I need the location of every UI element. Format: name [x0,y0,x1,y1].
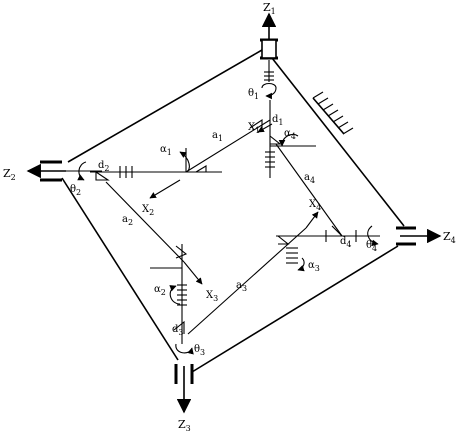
label-x2: X2 [142,204,154,217]
label-theta1: θ1 [248,88,259,101]
label-z1: Z1 [263,1,276,16]
joint-1 [260,12,278,100]
link-a1 [185,119,271,173]
label-d3: d3 [172,324,184,337]
x2-arrow [149,179,181,199]
theta1-arc [261,82,277,100]
label-a4: a4 [304,172,315,185]
labels: Z1 Z2 Z3 Z4 X1 X2 X3 X4 θ1 θ2 θ3 θ4 α1 α… [3,1,456,433]
x4-arrow [305,211,319,229]
link-a4 [275,143,343,237]
label-x1: X1 [248,122,260,135]
label-d1: d1 [272,114,284,127]
link-a3 [187,227,307,335]
label-x3: X3 [206,290,218,303]
tick-marks [119,151,357,306]
label-z2: Z2 [3,167,16,182]
joint-2 [26,160,102,182]
frame-edge-top-left [67,49,263,163]
frame-edge-bottom-right [191,245,399,373]
alpha2-arc [169,285,181,305]
angle-markers [95,118,344,334]
ground-hatch [312,91,354,135]
link-chain [105,119,343,335]
label-z3: Z3 [178,418,191,433]
label-alpha4: α4 [284,128,296,141]
x1-arrow [257,123,273,133]
axis-lines [90,100,380,344]
x-axis-arrows [149,123,319,285]
alpha3-arc [297,257,305,272]
label-a1: a1 [212,130,223,143]
label-d4: d4 [340,236,352,249]
outer-frame [61,49,405,373]
label-a2: a2 [122,214,133,227]
joint-3 [174,343,194,414]
x3-arrow [183,261,203,285]
theta3-arc [175,343,194,355]
label-alpha2: α2 [154,284,166,297]
alpha1-arc [179,151,190,173]
label-a3: a3 [236,280,247,293]
theta2-arc [77,161,87,181]
alpha4-arc [278,133,299,147]
frame-edge-top-right [271,57,405,227]
frame-edge-bottom-left [61,177,179,361]
alpha-markers [169,133,305,305]
label-theta4: θ4 [366,240,377,253]
label-x4: X4 [309,199,321,212]
label-theta3: θ3 [194,344,205,357]
label-theta2: θ2 [70,184,81,197]
label-alpha1: α1 [160,144,172,157]
link-a2 [105,181,185,263]
label-d2: d2 [98,160,110,173]
label-z4: Z4 [443,230,456,245]
joint-4 [367,225,442,247]
label-alpha3: α3 [308,260,320,273]
